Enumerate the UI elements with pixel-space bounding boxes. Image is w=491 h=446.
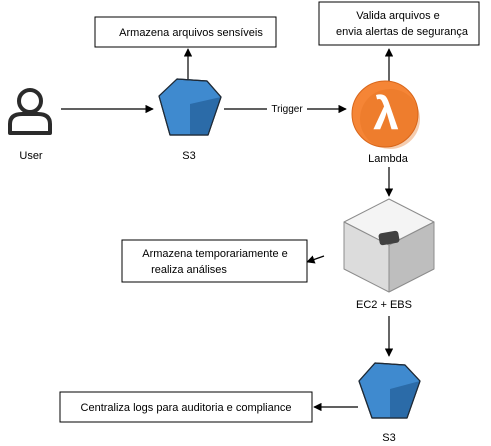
trigger-label: Trigger [271, 104, 303, 115]
note-s3-top: Armazena arquivos sensíveis [94, 16, 277, 48]
note-s3-bottom-line1: Centraliza logs para auditoria e complia… [81, 402, 292, 414]
user-label: User [19, 150, 43, 162]
s3-bottom-node[interactable]: S3 [358, 362, 421, 444]
ec2-cube-icon [343, 198, 435, 293]
note-s3-bottom: Centraliza logs para auditoria e complia… [59, 391, 313, 423]
edge-ec2-to-note [306, 255, 325, 264]
note-ec2-line1: Armazena temporariamente e [142, 248, 288, 260]
trigger-label-bg [267, 101, 307, 116]
s3-bottom-label: S3 [382, 432, 395, 444]
user-icon [8, 88, 52, 135]
connectors [61, 48, 394, 412]
s3-top-node[interactable]: S3 [158, 78, 222, 162]
lambda-label: Lambda [368, 153, 409, 165]
note-lambda-line1: Valida arquivos e [356, 10, 440, 22]
note-lambda: Valida arquivos e envia alertas de segur… [318, 1, 480, 46]
lambda-icon: λ [351, 80, 420, 149]
note-lambda-line2: envia alertas de segurança [336, 26, 469, 38]
lambda-glyph: λ [373, 87, 399, 139]
lambda-node[interactable]: λ Lambda [351, 80, 420, 165]
ec2-node[interactable]: EC2 + EBS [343, 198, 435, 311]
s3-bucket-icon [358, 362, 421, 419]
note-ec2-line2: realiza análises [151, 264, 227, 276]
note-s3-top-line1: Armazena arquivos sensíveis [119, 27, 263, 39]
ec2-label: EC2 + EBS [356, 299, 412, 311]
note-ec2: Armazena temporariamente e realiza análi… [121, 239, 308, 283]
user-node[interactable]: User [8, 88, 52, 162]
s3-bucket-icon [158, 78, 222, 136]
s3-top-label: S3 [182, 150, 195, 162]
